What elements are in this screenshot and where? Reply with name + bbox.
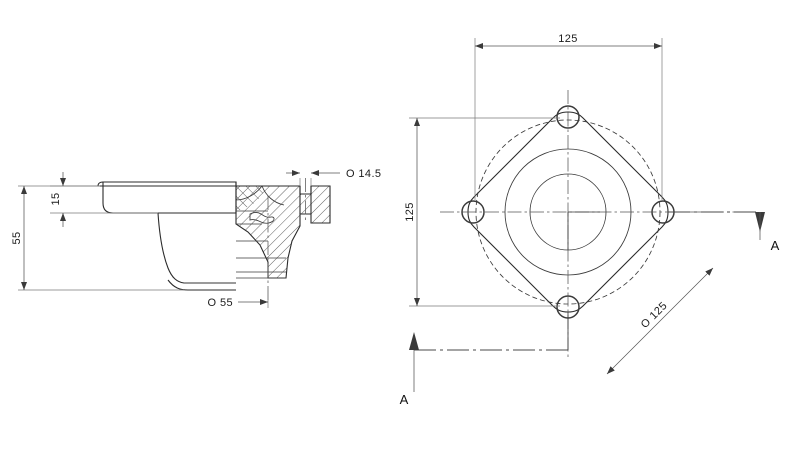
section-label-right: A — [771, 238, 780, 253]
section-base-underside — [167, 279, 236, 291]
section-view — [97, 178, 331, 300]
dim-O125-diagonal-line — [606, 267, 714, 375]
section-seal-detail — [249, 212, 275, 224]
section-rim-bar — [102, 181, 237, 214]
section-wall-curve — [157, 212, 236, 284]
section-label-bottom: A — [400, 392, 409, 407]
section-inner-arc — [261, 185, 285, 206]
section-hatched-body — [236, 186, 330, 278]
section-bolt-hole — [299, 186, 312, 214]
dim-125-left-label: 125 — [404, 202, 416, 222]
section-arrow-bottom — [409, 332, 419, 350]
section-view-dimensions: 55 15 O 55 O 14.5 — [11, 168, 381, 309]
plan-bolt-hole-north — [556, 105, 580, 129]
dim-O55-label: O 55 — [208, 297, 233, 309]
plan-center-corner-mark — [567, 211, 600, 250]
section-inner-arc-2 — [235, 185, 263, 201]
plan-bolt-hole-west — [461, 200, 485, 224]
dim-55-label: 55 — [11, 231, 23, 244]
dim-O145-label: O 14.5 — [346, 168, 381, 180]
section-marks: A A — [400, 211, 780, 407]
dim-125-top-label: 125 — [558, 33, 578, 45]
dim-15-label: 15 — [50, 192, 62, 205]
